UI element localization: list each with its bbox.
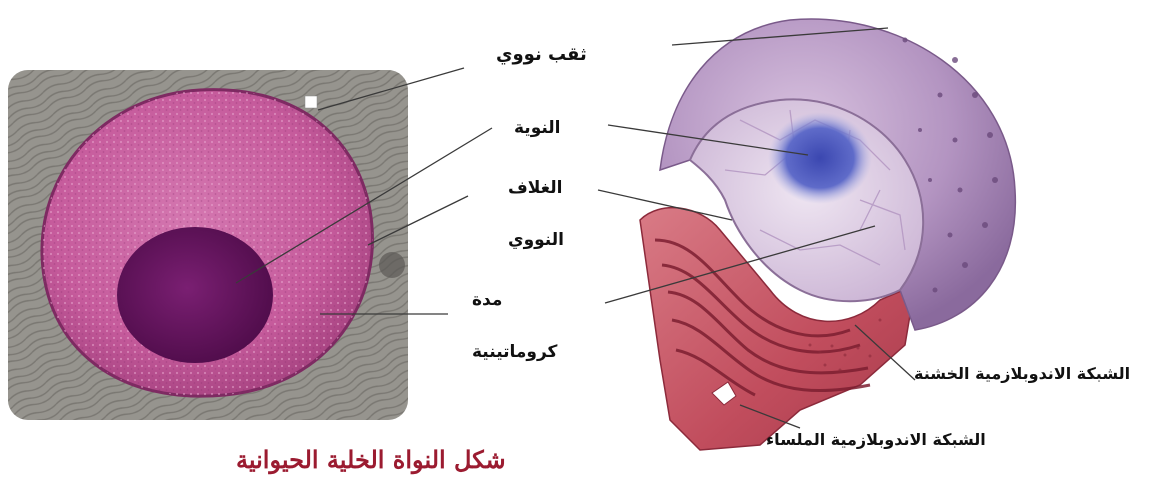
nucleus-micrograph bbox=[8, 70, 408, 420]
label-chromatin-line1: مدة bbox=[472, 292, 502, 309]
label-smooth-er: الشبكة الاندوبلازمية الملساء bbox=[766, 432, 986, 448]
nucleus-3d-illustration bbox=[640, 19, 1015, 450]
label-nucleolus: النوية bbox=[514, 120, 561, 137]
label-nuclear-pore: ثقب نووي bbox=[496, 46, 587, 64]
label-nuclear-envelope-line1: الغلاف bbox=[508, 180, 562, 197]
nuclear-pore-marker bbox=[305, 96, 317, 108]
label-chromatin-line2: كروماتينية bbox=[472, 344, 557, 361]
figure-caption: شكل النواة الخلية الحيوانية bbox=[236, 448, 506, 472]
label-nuclear-envelope-line2: النووي bbox=[508, 232, 564, 249]
label-rough-er: الشبكة الاندوبلازمية الخشنة bbox=[914, 366, 1130, 382]
